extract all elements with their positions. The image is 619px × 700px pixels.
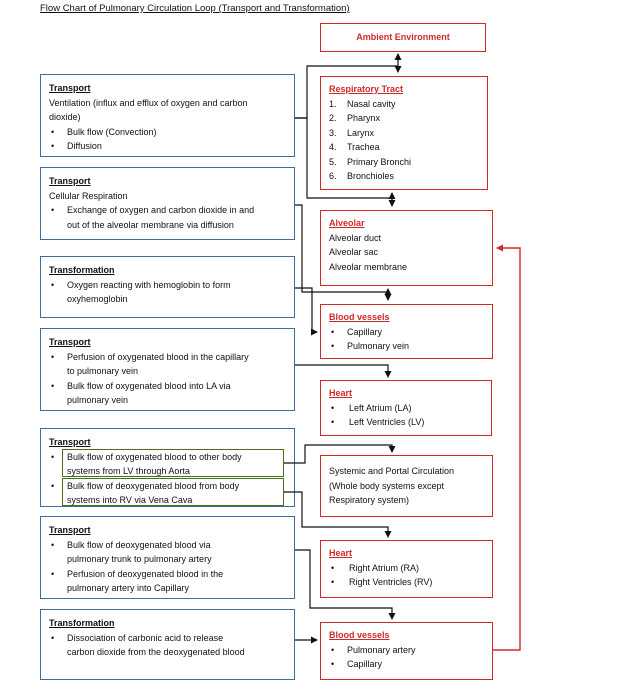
chart-title: Flow Chart of Pulmonary Circulation Loop… [40, 3, 350, 14]
connector-ventilation-down [295, 117, 391, 199]
list-item: Bulk flow of deoxygenated blood via [49, 538, 286, 553]
blood-vessels-heading: Blood vessels [329, 630, 390, 640]
list-item: Diffusion [49, 139, 286, 154]
list-item: Pulmonary artery [329, 643, 484, 658]
alveolar-heading: Alveolar [329, 218, 365, 228]
list-item: 1.Nasal cavity [329, 98, 396, 109]
heart-box-1: Heart Left Atrium (LA) Left Ventricles (… [320, 380, 492, 436]
list-item: Capillary [329, 657, 484, 672]
list-item-continuation: to pulmonary vein [67, 366, 139, 376]
list-item-continuation: oxyhemoglobin [67, 294, 128, 304]
list-item: Dissociation of carbonic acid to release [49, 631, 286, 646]
transformation-box-oxyhemoglobin: Transformation Oxygen reacting with hemo… [40, 256, 295, 318]
systemic-line-3: Respiratory system) [329, 495, 410, 505]
blood-vessels-box-2: Blood vessels Pulmonary artery Capillary [320, 622, 493, 680]
systemic-circulation-box: Systemic and Portal Circulation (Whole b… [320, 455, 493, 517]
systemic-line-2: (Whole body systems except [329, 480, 445, 491]
list-item: Alveolar membrane [329, 261, 408, 272]
list-item-continuation: carbon dioxide from the deoxygenated blo… [67, 647, 245, 657]
box-heading: Transport [49, 525, 91, 535]
box-heading: Transport [49, 83, 91, 93]
list-item-continuation: pulmonary vein [67, 395, 129, 405]
highlight-frame-vena-cava [62, 478, 284, 506]
list-item: Alveolar duct [329, 232, 382, 243]
list-item: Oxygen reacting with hemoglobin to form [49, 278, 286, 293]
list-item-continuation: out of the alveolar membrane via diffusi… [67, 219, 234, 230]
list-item: Bulk flow (Convection) [49, 125, 286, 140]
list-item: Alveolar sac [329, 247, 379, 257]
list-item: Pulmonary vein [329, 339, 484, 354]
heart-heading: Heart [329, 388, 353, 398]
box-heading: Transport [49, 176, 91, 186]
list-item: 6.Bronchioles [329, 171, 395, 181]
transformation-box-carbonic-acid: Transformation Dissociation of carbonic … [40, 609, 295, 680]
return-loop-arrow [493, 244, 521, 651]
connector-aorta [284, 444, 396, 464]
list-item: Bulk flow of oxygenated blood into LA vi… [49, 379, 286, 394]
respiratory-tract-heading: Respiratory Tract [329, 84, 404, 94]
list-item: Perfusion of deoxygenated blood in the [49, 567, 286, 582]
transport-box-pulmonary-trunk: Transport Bulk flow of deoxygenated bloo… [40, 516, 295, 599]
box-text: dioxide) [49, 112, 81, 122]
ambient-environment-box: Ambient Environment [320, 23, 486, 52]
ambient-environment-label: Ambient Environment [356, 32, 450, 42]
connector-ventilation [295, 65, 398, 119]
systemic-line-1: Systemic and Portal Circulation [329, 466, 455, 476]
list-item: 4.Trachea [329, 142, 380, 152]
transport-box-ventilation: Transport Ventilation (influx and efflux… [40, 74, 295, 157]
highlight-frame-aorta [62, 449, 284, 477]
list-item: Left Atrium (LA) [329, 401, 483, 416]
connector-vena-cava [284, 491, 392, 538]
alveolar-box: Alveolar Alveolar duct Alveolar sac Alve… [320, 210, 493, 286]
box-text: Cellular Respiration [49, 190, 128, 201]
transport-box-systemic-flow: Transport Bulk flow of oxygenated blood … [40, 428, 295, 507]
transport-box-perfusion-oxygenated: Transport Perfusion of oxygenated blood … [40, 328, 295, 411]
list-item: 3.Larynx [329, 127, 375, 138]
list-item-continuation: pulmonary trunk to pulmonary artery [67, 554, 212, 564]
list-item: 5.Primary Bronchi [329, 156, 412, 167]
blood-vessels-box-1: Blood vessels Capillary Pulmonary vein [320, 304, 493, 359]
list-item: Exchange of oxygen and carbon dioxide in… [49, 203, 286, 218]
box-heading: Transport [49, 337, 91, 347]
transport-box-cellular-respiration: Transport Cellular Respiration Exchange … [40, 167, 295, 240]
list-item-continuation: systems from LV through Aorta [67, 466, 190, 476]
list-item: Bulk flow of deoxygenated blood from bod… [49, 479, 286, 494]
list-item: Left Ventricles (LV) [329, 415, 483, 430]
heart-heading: Heart [329, 548, 353, 558]
list-item: Perfusion of oxygenated blood in the cap… [49, 350, 286, 365]
box-heading: Transport [49, 437, 91, 447]
list-item: Right Atrium (RA) [329, 561, 484, 576]
box-heading: Transformation [49, 265, 115, 275]
connector-pulmonary-trunk [295, 549, 396, 620]
box-heading: Transformation [49, 618, 115, 628]
list-item: 2.Pharynx [329, 113, 381, 123]
respiratory-tract-box: Respiratory Tract 1.Nasal cavity 2.Phary… [320, 76, 488, 190]
list-item: Capillary [329, 325, 484, 340]
connector-cellular-respiration [295, 204, 388, 293]
list-item-continuation: pulmonary artery into Capillary [67, 583, 190, 593]
connector-oxyhemoglobin [295, 287, 318, 336]
blood-vessels-heading: Blood vessels [329, 312, 390, 322]
connector-perfusion-oxygenated [295, 364, 392, 378]
heart-box-2: Heart Right Atrium (RA) Right Ventricles… [320, 540, 493, 598]
box-text: Ventilation (influx and efflux of oxygen… [49, 97, 248, 108]
list-item: Right Ventricles (RV) [329, 575, 484, 590]
list-item: Bulk flow of oxygenated blood to other b… [49, 450, 286, 465]
list-item-continuation: systems into RV via Vena Cava [67, 495, 193, 505]
